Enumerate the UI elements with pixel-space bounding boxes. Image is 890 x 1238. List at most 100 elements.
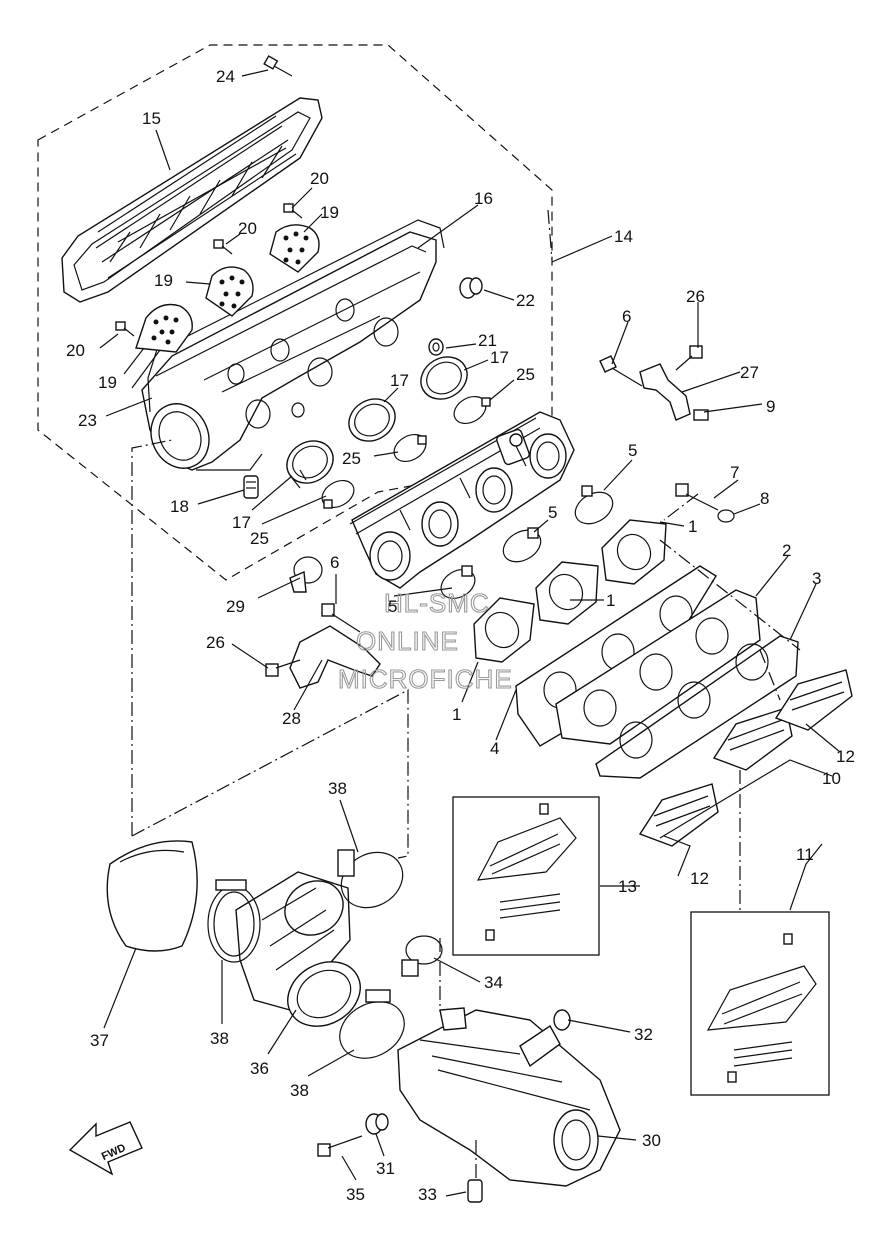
callout-12: 12 [690,869,709,888]
callout-20: 20 [310,169,329,188]
callout-5: 5 [548,503,557,522]
callout-1: 1 [606,591,615,610]
joint-17b [348,398,396,442]
collar-32 [553,1009,571,1031]
clamp-34 [401,935,443,977]
bracket-29 [289,556,323,593]
screw-20c [115,321,135,337]
callout-6: 6 [330,553,339,572]
callout-19: 19 [154,271,173,290]
callout-5: 5 [388,597,397,616]
callout-38: 38 [328,779,347,798]
callout-17: 17 [490,348,509,367]
joint-1a [473,597,535,663]
callout-1: 1 [688,517,697,536]
callout-29: 29 [226,597,245,616]
hose-36 [235,871,361,1027]
watermark-line-3: MICROFICHE [338,664,513,694]
bolt-35 [317,1135,363,1157]
watermark-line-2: ONLINE [356,626,459,656]
bolt-26a [675,345,703,371]
inset-box-13 [452,796,600,956]
callout-25: 25 [342,449,361,468]
throttle-body-assembly [349,411,575,589]
bolt-6b [321,603,361,633]
callout-38: 38 [210,1029,229,1048]
clamp-5a [440,565,476,600]
bracket-28 [289,625,381,689]
damper-18 [243,475,259,499]
filter-19a [135,303,193,353]
airbox-base [141,231,437,471]
callout-32: 32 [634,1025,653,1044]
grommet-22 [459,277,483,299]
callout-10: 10 [822,769,841,788]
callout-34: 34 [484,973,503,992]
bracket-27 [639,363,691,421]
reed-plate-2 [555,589,761,745]
collar-21 [428,338,444,356]
filter-19b [205,266,254,317]
callout-19: 19 [320,203,339,222]
reed-plate-3 [595,635,799,779]
silencer-30 [397,1007,621,1187]
callout-30: 30 [642,1131,661,1150]
watermark: HL-SMC ONLINE MICROFICHE [337,587,513,694]
callout-11: 11 [796,845,814,864]
callout-3: 3 [812,569,821,588]
callout-17: 17 [390,371,409,390]
callout-38: 38 [290,1081,309,1100]
clamp-5b [502,527,542,563]
callout-20: 20 [238,219,257,238]
callout-15: 15 [142,109,161,128]
washer-8 [717,509,735,523]
callout-14: 14 [614,227,633,246]
callout-8: 8 [760,489,769,508]
callout-25: 25 [250,529,269,548]
bolt-6a [599,355,643,387]
filter-19c [269,224,320,273]
callout-4: 4 [490,739,499,758]
reed-valve-12c [774,669,853,731]
screw-20b [213,239,233,255]
callout-2: 2 [782,541,791,560]
callout-19: 19 [98,373,117,392]
callout-7: 7 [730,463,739,482]
callout-numbers: 24 15 20 19 20 16 14 19 22 20 21 19 17 2… [66,67,855,1204]
watermark-line-1: HL-SMC [384,588,490,618]
callout-31: 31 [376,1159,395,1178]
callout-24: 24 [216,67,235,86]
callout-23: 23 [78,411,97,430]
clamp-38b [337,849,404,909]
airbox-cover [61,97,323,303]
damper-33 [467,1179,483,1203]
callout-36: 36 [250,1059,269,1078]
screw-20a [283,203,303,219]
callout-33: 33 [418,1185,437,1204]
intake-cover-37 [106,840,198,952]
callout-27: 27 [740,363,759,382]
callout-12: 12 [836,747,855,766]
callout-22: 22 [516,291,535,310]
assembly-lines [131,209,801,1182]
bolt-26b [265,659,301,677]
callout-20: 20 [66,341,85,360]
fwd-arrow-icon: FWD [68,1121,143,1176]
callout-5: 5 [628,441,637,460]
reed-valve-12a [638,783,719,847]
bolt-7 [675,483,719,511]
joint-17c [420,356,468,400]
leader-lines [99,69,841,1197]
nut-9 [693,409,709,421]
clamp-38c [339,989,405,1059]
callout-17: 17 [232,513,251,532]
callout-1: 1 [452,705,461,724]
inset-box-11 [690,911,830,1096]
screw-24 [263,55,293,77]
gasket-23 [131,219,445,389]
callout-25: 25 [516,365,535,384]
clamp-5c [574,485,614,525]
callout-28: 28 [282,709,301,728]
grommet-31 [365,1113,389,1135]
